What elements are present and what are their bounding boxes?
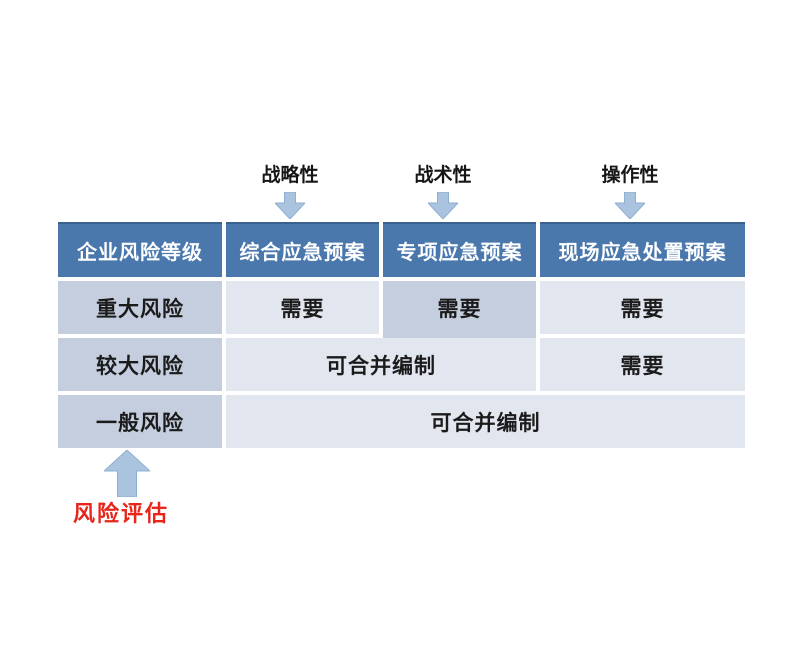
risk-level-cell: 较大风险: [58, 338, 222, 391]
label-tactical: 战术性: [414, 164, 472, 186]
table-cell: 需要: [226, 281, 379, 334]
table-cell-merged: 可合并编制: [226, 395, 745, 448]
header-cell-risk-level: 企业风险等级: [58, 222, 222, 277]
label-strategic: 战略性: [261, 164, 319, 186]
table-cell-merged: 可合并编制: [226, 338, 536, 391]
table-cell: 需要: [540, 338, 745, 391]
risk-table: 企业风险等级 综合应急预案 专项应急预案 现场应急处置预案 重大风险 需要 需要…: [58, 222, 745, 448]
down-arrow-icon: [275, 192, 305, 219]
risk-level-cell: 重大风险: [58, 281, 222, 334]
down-arrow-icon: [428, 192, 458, 219]
header-cell-comprehensive-plan: 综合应急预案: [226, 222, 379, 277]
table-cell: 需要: [540, 281, 745, 334]
header-cell-onsite-plan: 现场应急处置预案: [540, 222, 745, 277]
down-arrow-icon: [615, 192, 645, 219]
label-operational: 操作性: [601, 164, 659, 186]
risk-assessment-label: 风险评估: [73, 501, 170, 527]
header-cell-special-plan: 专项应急预案: [383, 222, 536, 277]
up-arrow-icon: [104, 450, 150, 497]
table-cell-highlighted: 需要: [383, 281, 536, 334]
risk-level-cell: 一般风险: [58, 395, 222, 448]
